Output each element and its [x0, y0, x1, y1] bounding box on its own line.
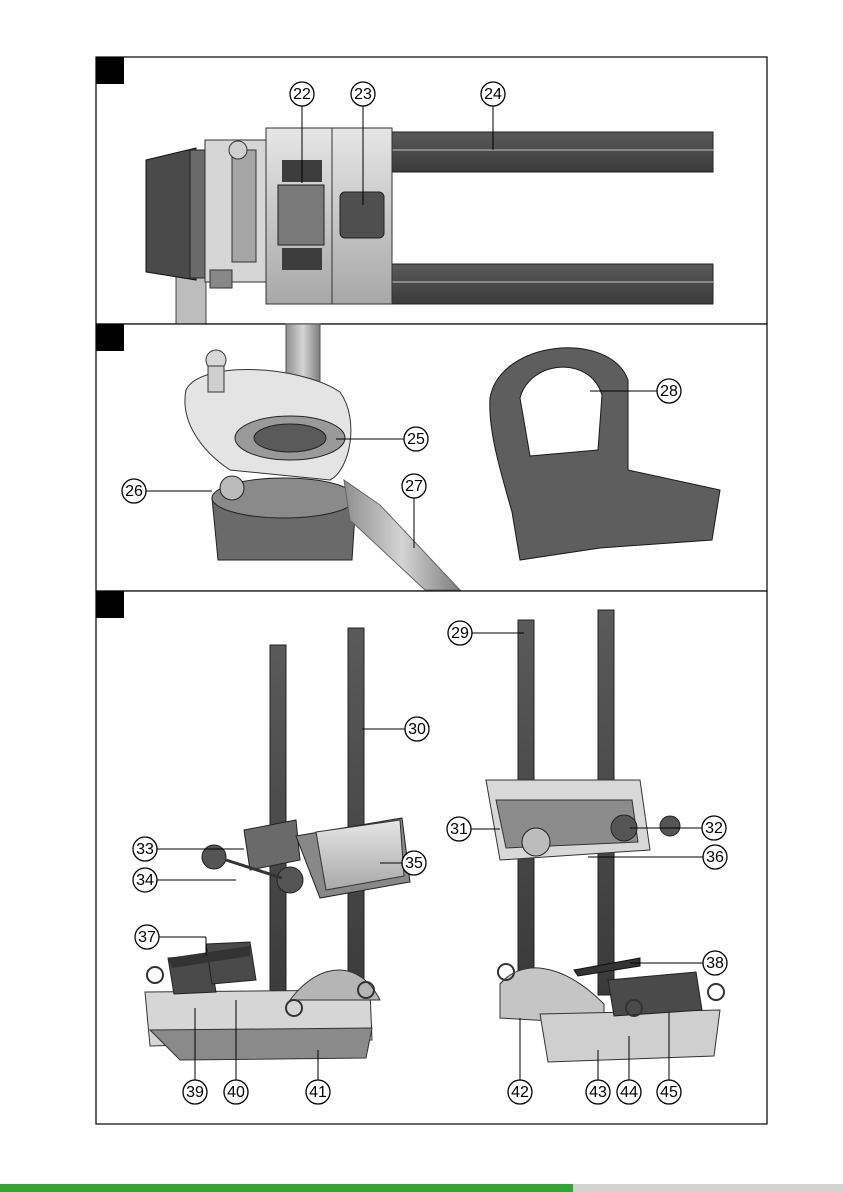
panel-3-number-tab: [96, 591, 124, 618]
callout-32: 32: [702, 816, 726, 840]
callout-35-label: 35: [405, 855, 423, 872]
callout-34: 34: [133, 868, 157, 892]
column-rail-upper: [390, 132, 713, 172]
panel-1: [96, 57, 767, 324]
quick-release-plate: [278, 185, 324, 245]
carriage-lock: [340, 192, 384, 238]
callout-38-label: 38: [706, 955, 724, 972]
callout-26: 26: [122, 479, 146, 503]
panel-1-number-tab: [96, 57, 124, 84]
callout-45: 45: [657, 1080, 681, 1104]
callout-28-label: 28: [660, 383, 678, 400]
callout-36: 36: [703, 845, 727, 869]
callout-29: 29: [448, 621, 472, 645]
callout-43: 43: [586, 1080, 610, 1104]
callout-33: 33: [133, 837, 157, 861]
callout-30: 30: [405, 717, 429, 741]
callout-36-label: 36: [706, 849, 724, 866]
callout-37-label: 37: [138, 929, 156, 946]
callout-41-label: 41: [309, 1084, 327, 1101]
callout-28: 28: [657, 379, 681, 403]
callout-37: 37: [135, 925, 159, 949]
callout-31-label: 31: [450, 821, 468, 838]
callout-41: 41: [306, 1080, 330, 1104]
column-rail-lower: [390, 264, 713, 304]
callout-44: 44: [617, 1080, 641, 1104]
callout-34-label: 34: [136, 872, 154, 889]
callout-39-label: 39: [186, 1084, 204, 1101]
callout-31: 31: [447, 817, 471, 841]
callout-44-label: 44: [620, 1084, 638, 1101]
panel-2-number-tab: [96, 324, 124, 351]
callout-38: 38: [703, 951, 727, 975]
callout-40: 40: [224, 1080, 248, 1104]
callout-30-label: 30: [408, 721, 426, 738]
callout-29-label: 29: [451, 625, 469, 642]
callout-33-label: 33: [136, 841, 154, 858]
panel-2-frame: [96, 324, 767, 591]
callout-32-label: 32: [705, 820, 723, 837]
callout-35: 35: [402, 851, 426, 875]
callout-42-label: 42: [511, 1084, 529, 1101]
callout-25-label: 25: [407, 431, 425, 448]
callout-42: 42: [508, 1080, 532, 1104]
callout-40-label: 40: [227, 1084, 245, 1101]
callout-27-label: 27: [405, 478, 423, 495]
callout-25: 25: [404, 427, 428, 451]
callout-22: 22: [290, 82, 314, 106]
callout-27: 27: [402, 474, 426, 498]
callout-22-label: 22: [293, 86, 311, 103]
callout-23-label: 23: [354, 86, 372, 103]
panel-2: [96, 324, 767, 591]
callout-24: 24: [481, 82, 505, 106]
page-progress-bar: [0, 1184, 843, 1192]
callout-45-label: 45: [660, 1084, 678, 1101]
callout-23: 23: [351, 82, 375, 106]
callout-26-label: 26: [125, 483, 143, 500]
callout-24-label: 24: [484, 86, 502, 103]
callout-39: 39: [183, 1080, 207, 1104]
page-progress-fill: [0, 1184, 573, 1192]
callout-43-label: 43: [589, 1084, 607, 1101]
